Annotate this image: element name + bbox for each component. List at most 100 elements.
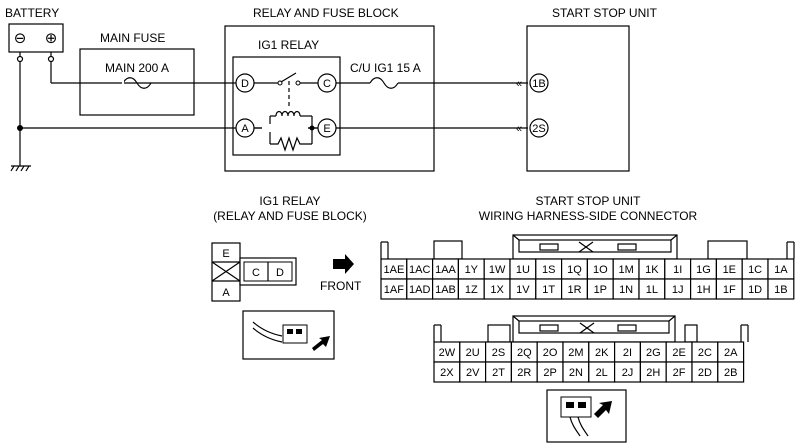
battery-box <box>8 23 64 53</box>
harness-top-pin-label: 1G <box>696 264 711 276</box>
harness-top-pin-label: 1I <box>673 264 682 276</box>
harness-bottom-pin-label: 2H <box>646 367 660 379</box>
harness-plug-illustration <box>546 389 627 443</box>
main-fuse-symbol <box>122 77 152 89</box>
harness-bottom-pin-label: 2S <box>492 347 505 359</box>
harness-bottom-pin-label: 2D <box>698 367 712 379</box>
svg-text:E: E <box>323 123 330 135</box>
harness-top-pin-label: 1R <box>567 284 581 296</box>
unit-pin-1b <box>529 73 549 93</box>
start-stop-unit-box <box>526 25 630 172</box>
harness-top-pin-label: 1U <box>516 264 530 276</box>
harness-top-pin-label: 1AE <box>384 264 405 276</box>
harness-top-pin-label: 1C <box>748 264 762 276</box>
harness-top-pin-label: 1M <box>618 264 633 276</box>
harness-bottom-pin-label: 2X <box>440 367 454 379</box>
harness-bottom-pin-label: 2B <box>724 367 737 379</box>
harness-top-pin-label: 1F <box>723 284 736 296</box>
relay-cell-d: D <box>276 267 284 279</box>
relay-cell-e: E <box>222 248 229 260</box>
harness-top-pin-label: 1AD <box>409 284 430 296</box>
connector-symbol-2s: « <box>516 123 522 135</box>
harness-top-pin-label: 1K <box>645 264 659 276</box>
harness-top-pin-label: 1N <box>619 284 633 296</box>
harness-title: START STOP UNIT <box>536 194 642 208</box>
relay-connector-face: E A C D <box>211 242 297 302</box>
harness-bottom-pin-label: 2A <box>724 347 738 359</box>
harness-top-pin-label: 1S <box>542 264 555 276</box>
relay-block-box <box>224 25 435 172</box>
main-fuse-box <box>79 48 195 116</box>
relay-switch <box>254 72 318 108</box>
relay-block-label: RELAY AND FUSE BLOCK <box>253 6 399 20</box>
harness-top-cell <box>767 278 795 300</box>
harness-top-pin-label: 1A <box>774 264 788 276</box>
harness-bottom-pin-label: 2U <box>466 347 480 359</box>
svg-text:A: A <box>241 123 249 135</box>
relay-connector-title: IG1 RELAY <box>259 194 320 208</box>
harness-bottom-pin-label: 2R <box>517 367 531 379</box>
harness-top-pin-label: 1W <box>489 264 506 276</box>
harness-top-pin-label: 1Z <box>465 284 478 296</box>
harness-bottom-pin-label: 2T <box>492 367 505 379</box>
harness-top-pin-label: 1J <box>672 284 684 296</box>
svg-text:1B: 1B <box>532 78 545 90</box>
main-fuse-rating: MAIN 200 A <box>105 61 169 75</box>
harness-top-pin-label: 1E <box>723 264 736 276</box>
ground-symbol <box>10 165 31 172</box>
battery-plus-post <box>47 55 55 63</box>
harness-bottom-pin-label: 2W <box>439 347 456 359</box>
relay-plug-illustration <box>242 310 335 360</box>
harness-bottom-pin-label: 2I <box>623 347 632 359</box>
harness-top-pin-label: 1Y <box>465 264 479 276</box>
harness-top-pin-label: 1B <box>774 284 787 296</box>
ig1-relay-box <box>232 56 341 156</box>
ig1-relay-schematic-label: IG1 RELAY <box>258 38 319 52</box>
harness-top-pin-label: 1O <box>593 264 608 276</box>
svg-text:C: C <box>323 78 331 90</box>
harness-top-pin-label: 1P <box>594 284 607 296</box>
relay-cell-a: A <box>222 287 230 299</box>
harness-top-pin-label: 1D <box>748 284 762 296</box>
relay-cell-c: C <box>252 267 260 279</box>
harness-bottom-pin-label: 2P <box>543 367 556 379</box>
front-arrow-icon <box>333 254 354 274</box>
battery-plus-terminal: ⊕ <box>45 30 58 47</box>
relay-connector-subtitle: (RELAY AND FUSE BLOCK) <box>213 209 367 223</box>
battery-minus-post <box>16 55 24 63</box>
harness-bottom-pin-label: 2G <box>646 347 661 359</box>
harness-bottom-pin-label: 2N <box>569 367 583 379</box>
front-label: FRONT <box>320 279 362 293</box>
harness-bottom-housing <box>433 315 749 343</box>
harness-bottom-pin-label: 2M <box>568 347 583 359</box>
battery-label: BATTERY <box>5 6 59 20</box>
harness-top-pin-label: 1L <box>646 284 658 296</box>
harness-top-pin-label: 1AA <box>435 264 456 276</box>
main-fuse-label: MAIN FUSE <box>100 31 165 45</box>
svg-text:2S: 2S <box>532 123 545 135</box>
harness-bottom-cell <box>717 361 745 383</box>
harness-top-pin-label: 1T <box>542 284 555 296</box>
harness-top-pin-label: 1AB <box>435 284 456 296</box>
harness-bottom-pin-label: 2F <box>673 367 686 379</box>
harness-top-pin-label: 1X <box>490 284 504 296</box>
unit-pin-2s <box>529 118 549 138</box>
harness-top-pin-label: 1AF <box>384 284 404 296</box>
harness-bottom-pin-label: 2J <box>622 367 634 379</box>
harness-bottom-pin-label: 2Q <box>517 347 532 359</box>
connector-symbol-1b: « <box>516 78 522 90</box>
harness-bottom-pin-label: 2O <box>543 347 558 359</box>
harness-bottom-pin-label: 2E <box>672 347 685 359</box>
cu-ig1-fuse-label: C/U IG1 15 A <box>350 61 421 75</box>
cu-ig1-fuse-symbol <box>369 77 399 89</box>
harness-subtitle: WIRING HARNESS-SIDE CONNECTOR <box>479 209 698 223</box>
harness-top-pin-label: 1Q <box>567 264 582 276</box>
harness-top-housing <box>380 234 795 260</box>
start-stop-unit-label: START STOP UNIT <box>552 6 658 20</box>
battery-minus-terminal: ⊖ <box>14 30 27 47</box>
harness-bottom-pin-label: 2L <box>596 367 608 379</box>
harness-bottom-pin-label: 2C <box>698 347 712 359</box>
